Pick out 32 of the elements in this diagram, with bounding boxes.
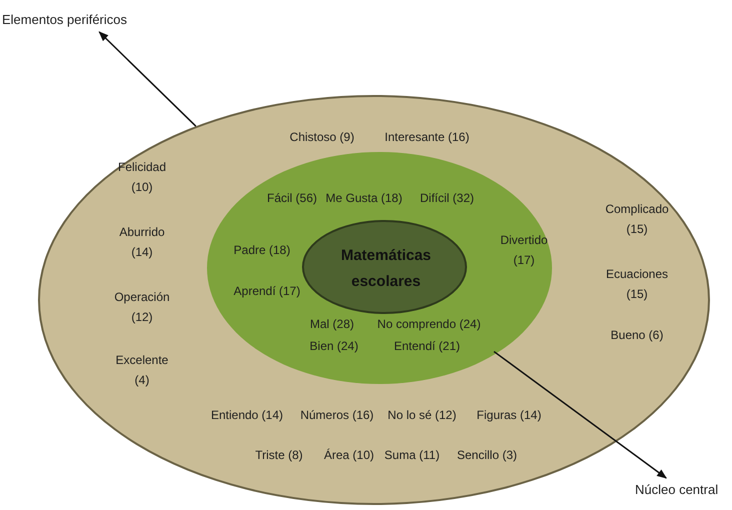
word-label: Fácil (56) (267, 190, 317, 207)
word-label: Aprendí (17) (234, 283, 300, 300)
word-label: Ecuaciones (15) (604, 266, 670, 303)
word-label: Área (10) (324, 447, 374, 464)
word-label: No comprendo (24) (377, 316, 481, 333)
caption-label: Elementos periféricos (2, 8, 172, 32)
word-label: Operación (12) (113, 289, 171, 326)
word-label: Me Gusta (18) (326, 190, 402, 207)
word-label: Sencillo (3) (456, 447, 518, 464)
word-label: Padre (18) (234, 242, 290, 259)
word-label: Interesante (16) (384, 129, 470, 146)
word-label: Triste (8) (255, 447, 303, 464)
word-label: Mal (28) (310, 316, 354, 333)
arrow (494, 350, 667, 479)
word-label: Números (16) (300, 407, 374, 424)
word-label: Bueno (6) (610, 327, 664, 344)
word-label: No lo sé (12) (388, 407, 456, 424)
word-label: Complicado (15) (604, 201, 670, 238)
word-label: Difícil (32) (420, 190, 474, 207)
caption-label: Núcleo central (635, 478, 730, 502)
word-label: Excelente (4) (114, 352, 170, 389)
word-label: Divertido (17) (499, 232, 549, 269)
word-label: Entendí (21) (394, 338, 460, 355)
core-title: Matemáticas escolares (340, 246, 432, 292)
arrow (98, 31, 196, 127)
word-label: Suma (11) (384, 447, 440, 464)
word-label: Chistoso (9) (290, 129, 354, 146)
word-label: Entiendo (14) (210, 407, 284, 424)
word-label: Bien (24) (310, 338, 358, 355)
word-label: Aburrido (14) (118, 224, 166, 261)
word-label: Figuras (14) (476, 407, 542, 424)
word-label: Felicidad (10) (116, 159, 168, 196)
